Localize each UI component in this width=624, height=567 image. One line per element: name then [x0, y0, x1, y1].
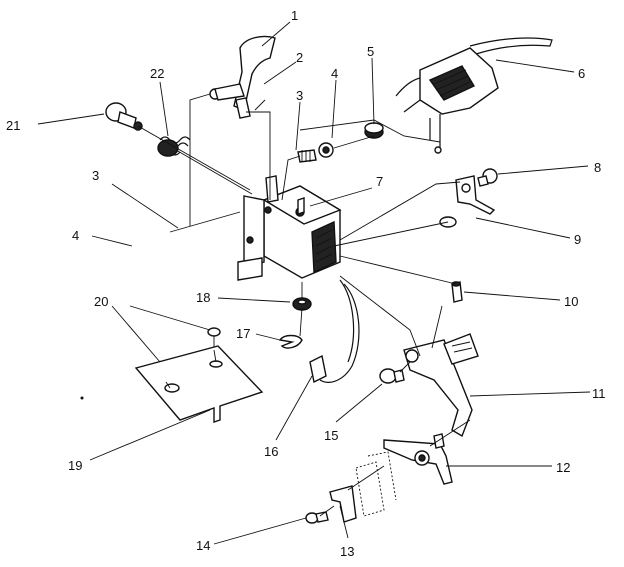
callout-4-upper: 4 [331, 66, 338, 81]
callout-4-lower: 4 [72, 228, 79, 243]
callout-17: 17 [236, 326, 250, 341]
part-13-bracket [329, 451, 397, 523]
callout-18: 18 [196, 290, 210, 305]
callout-3-upper: 3 [296, 88, 303, 103]
part-17-clip [278, 334, 303, 349]
callout-15: 15 [324, 428, 338, 443]
callout-13: 13 [340, 544, 354, 559]
part-12-crank [383, 433, 453, 485]
callout-7: 7 [376, 174, 383, 189]
callout-9: 9 [574, 232, 581, 247]
part-21-knob [105, 102, 143, 131]
callout-1: 1 [291, 8, 298, 23]
callout-11: 11 [592, 386, 606, 401]
part-3-screw-upper [297, 149, 317, 163]
leader-lines [37, 21, 591, 545]
callout-22: 22 [150, 66, 164, 81]
part-10-pin [451, 281, 463, 303]
callout-16: 16 [264, 444, 278, 459]
callout-5: 5 [367, 44, 374, 59]
callout-14: 14 [196, 538, 210, 553]
part-2-pin [235, 97, 266, 119]
callout-3-lower: 3 [92, 168, 99, 183]
part-6-housing [395, 37, 553, 154]
part-7-solenoid [237, 175, 342, 281]
part-4-nut-upper [318, 142, 334, 158]
part-19-plate [134, 345, 264, 423]
callout-12: 12 [556, 460, 570, 475]
callout-19: 19 [68, 458, 82, 473]
part-22-spring [157, 136, 191, 157]
part-8-screw [477, 168, 498, 187]
callout-20: 20 [94, 294, 108, 309]
part-5-cap [364, 122, 384, 139]
part-15-screw [379, 368, 405, 384]
part-11-lever [403, 333, 479, 438]
assembly-guide-lines [137, 93, 471, 517]
stray-dot [80, 396, 84, 400]
callout-10: 10 [564, 294, 578, 309]
callout-labels: 1 2 3 4 5 6 22 21 3 4 7 8 9 10 18 17 20 … [6, 8, 606, 559]
callout-2: 2 [296, 50, 303, 65]
callout-21: 21 [6, 118, 20, 133]
callout-8: 8 [594, 160, 601, 175]
callout-6: 6 [578, 66, 585, 81]
part-1-lever [209, 35, 276, 111]
part-14-screw [305, 511, 329, 524]
part-16-wire [309, 279, 360, 384]
